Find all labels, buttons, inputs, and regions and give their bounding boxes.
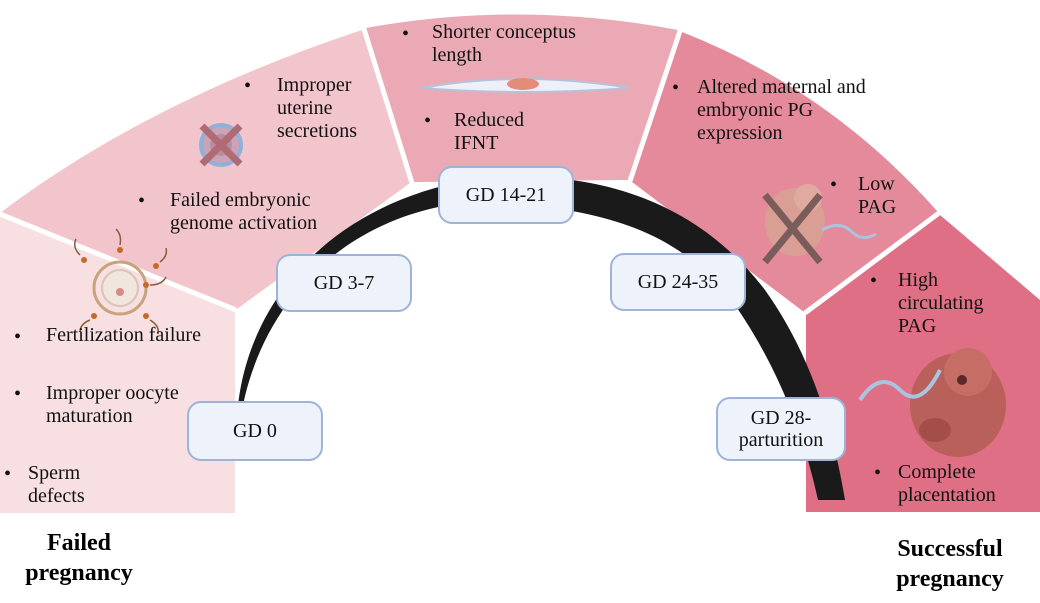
bullet-dot: • [4,463,12,485]
fetus-icon [858,348,1006,457]
bullet-dot: • [138,190,146,212]
bullet-dot: • [672,77,680,99]
segment-3-band [366,14,678,183]
timeline-gd-0: GD 0 [187,401,323,461]
segment-3-item-2: Reduced IFNT [454,109,524,154]
outcome-failed-pregnancy: Failed pregnancy [25,530,133,586]
bullet-dot: • [14,383,22,405]
timeline-gd-28-parturition: GD 28-parturition [716,397,846,461]
elongated-conceptus-icon [421,78,631,93]
segment-1-band [0,215,235,513]
bullet-dot: • [870,270,878,292]
bullet-dot: • [14,326,22,348]
segment-5-item-2: Complete placentation [898,461,996,506]
fertilization-oocyte-sperm-icon [73,228,168,335]
segment-2-band [0,30,410,309]
segment-4-item-2: Low PAG [858,173,897,218]
segment-4-band [632,32,938,312]
crossed-out-fetus-icon [762,184,877,265]
segment-3-item-1: Shorter conceptus length [432,21,576,66]
bullet-dot: • [424,110,432,132]
segment-1-item-2: Improper oocyte maturation [46,382,179,427]
timeline-gd-14-21: GD 14-21 [438,166,574,224]
bullet-dot: • [830,174,838,196]
segment-5-item-1: High circulating PAG [898,269,984,337]
timeline-gd-3-7: GD 3-7 [276,254,412,312]
bullet-dot: • [402,23,410,45]
segment-4-item-1: Altered maternal and embryonic PG expres… [697,76,866,144]
segment-2-item-2: Failed embryonic genome activation [170,189,318,234]
bullet-dot: • [874,462,882,484]
segment-1-item-3: Sperm defects [28,462,85,507]
segment-2-item-1: Improper uterine secretions [277,74,357,142]
bullet-dot: • [244,75,252,97]
segment-1-item-1: Fertilization failure [46,324,201,346]
crossed-out-embryo-icon [199,123,243,167]
outcome-successful-pregnancy: Successful pregnancy [896,536,1004,592]
timeline-gd-24-35: GD 24-35 [610,253,746,311]
